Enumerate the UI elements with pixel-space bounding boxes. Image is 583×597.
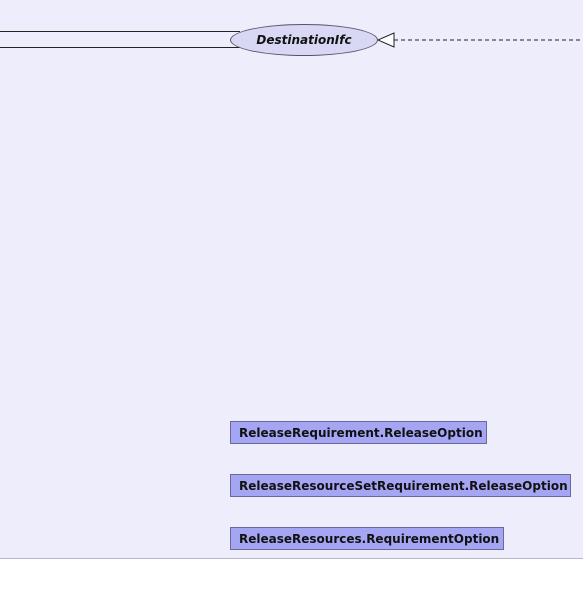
class-node-release-requirement-option[interactable]: ReleaseRequirement.ReleaseOption: [230, 421, 487, 444]
class-name: ReleaseResourceSetRequirement.ReleaseOpt…: [239, 478, 568, 493]
class-node-release-resources-requirement-option[interactable]: ReleaseResources.RequirementOption: [230, 527, 504, 550]
class-name: ReleaseResources.RequirementOption: [239, 531, 500, 546]
class-node-release-resource-set-requirement-option[interactable]: ReleaseResourceSetRequirement.ReleaseOpt…: [230, 474, 571, 497]
interface-name: DestinationIfc: [256, 33, 352, 47]
diagram-area: DestinationIfc ReleaseRequirement.Releas…: [0, 0, 583, 558]
interface-node[interactable]: DestinationIfc: [230, 24, 378, 56]
class-name: ReleaseRequirement.ReleaseOption: [239, 425, 483, 440]
realization-arrowhead-icon: [376, 32, 395, 48]
connector-layer: [0, 31, 583, 48]
canvas-divider: [0, 558, 583, 559]
